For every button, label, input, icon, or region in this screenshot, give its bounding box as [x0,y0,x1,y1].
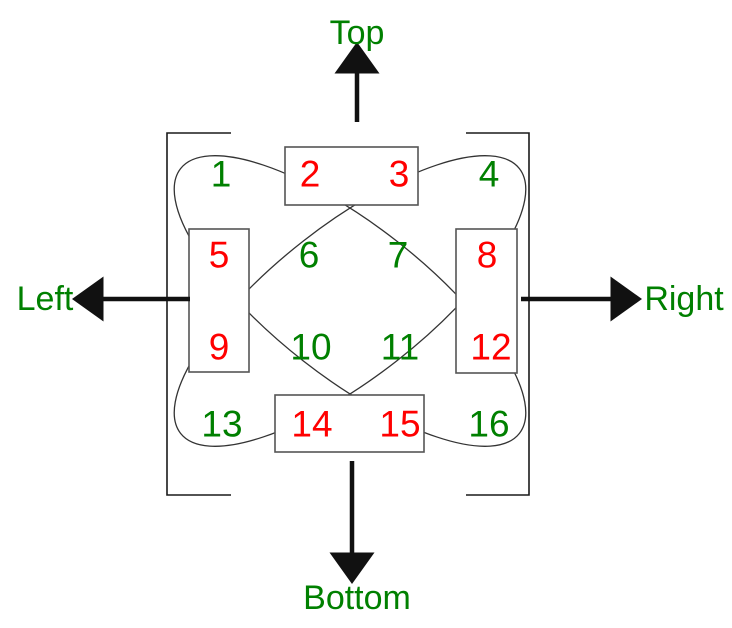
corner-brackets-group [166,132,530,496]
cell-8: 8 [476,234,498,276]
cell-9: 9 [208,326,230,368]
cell-1: 1 [210,153,232,195]
cell-3: 3 [388,153,410,195]
ellipse-tilt-left [173,155,527,447]
cell-4: 4 [478,153,500,195]
cell-12: 12 [470,326,512,368]
bracket-top-right [466,132,530,300]
rect-right [455,228,518,374]
cell-6: 6 [298,234,320,276]
cell-14: 14 [291,403,333,445]
cell-15: 15 [379,403,421,445]
cell-10: 10 [290,326,332,368]
rect-top [284,146,419,206]
cell-11: 11 [380,326,420,368]
arrows-group [72,42,642,584]
bracket-bottom-right [466,300,530,496]
label-bottom: Bottom [303,579,411,617]
ellipse-tilt-right [173,155,527,447]
inner-rectangles-group [188,146,518,453]
cell-7: 7 [387,234,409,276]
label-right: Right [644,280,724,318]
cell-16: 16 [468,403,510,445]
cell-2: 2 [299,153,321,195]
ellipses-group [173,155,527,447]
label-top: Top [329,14,385,52]
bracket-top-left [166,132,231,300]
cell-13: 13 [201,403,243,445]
bracket-bottom-left [166,300,231,496]
label-left: Left [16,280,74,318]
rect-left [188,228,250,373]
cell-5: 5 [208,234,230,276]
rect-bottom [274,394,425,453]
